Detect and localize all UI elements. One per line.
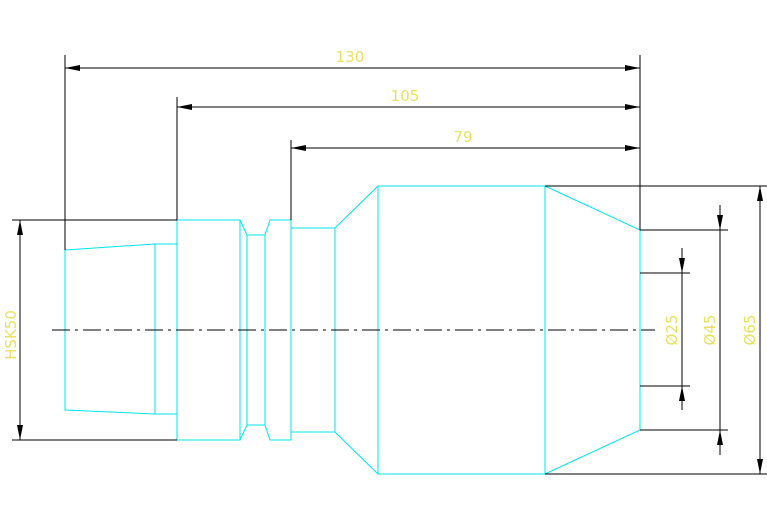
dimension-label-d25: Ø25 bbox=[663, 315, 681, 346]
length-dimensions: 130 105 79 bbox=[64, 48, 641, 250]
v-groove bbox=[247, 219, 292, 441]
arrowhead bbox=[757, 186, 763, 201]
arrowhead bbox=[717, 430, 723, 445]
arrowhead bbox=[17, 220, 23, 235]
arrowhead bbox=[757, 459, 763, 474]
arrowhead bbox=[679, 386, 685, 401]
arrowhead bbox=[65, 65, 80, 71]
hsk-taper-shank bbox=[64, 243, 177, 415]
arrowhead bbox=[625, 104, 640, 110]
dimension-label-79: 79 bbox=[453, 128, 472, 146]
nose-cone bbox=[544, 185, 641, 475]
hsk-dimension: HSK50 bbox=[2, 219, 177, 441]
dimension-label-130: 130 bbox=[336, 48, 365, 66]
arrowhead bbox=[177, 104, 192, 110]
dimension-label-hsk50: HSK50 bbox=[2, 310, 20, 360]
arrowhead bbox=[625, 65, 640, 71]
arrowhead bbox=[17, 425, 23, 440]
arrowhead bbox=[625, 145, 640, 151]
arrowhead bbox=[717, 215, 723, 230]
dimension-label-d45: Ø45 bbox=[701, 315, 719, 346]
dimension-label-d65: Ø65 bbox=[741, 315, 759, 346]
arrowhead bbox=[679, 258, 685, 273]
front-taper bbox=[334, 185, 379, 475]
arrowhead bbox=[291, 145, 306, 151]
diameter-dimensions: Ø25 Ø45 Ø65 bbox=[545, 185, 767, 475]
dimension-label-105: 105 bbox=[391, 87, 420, 105]
